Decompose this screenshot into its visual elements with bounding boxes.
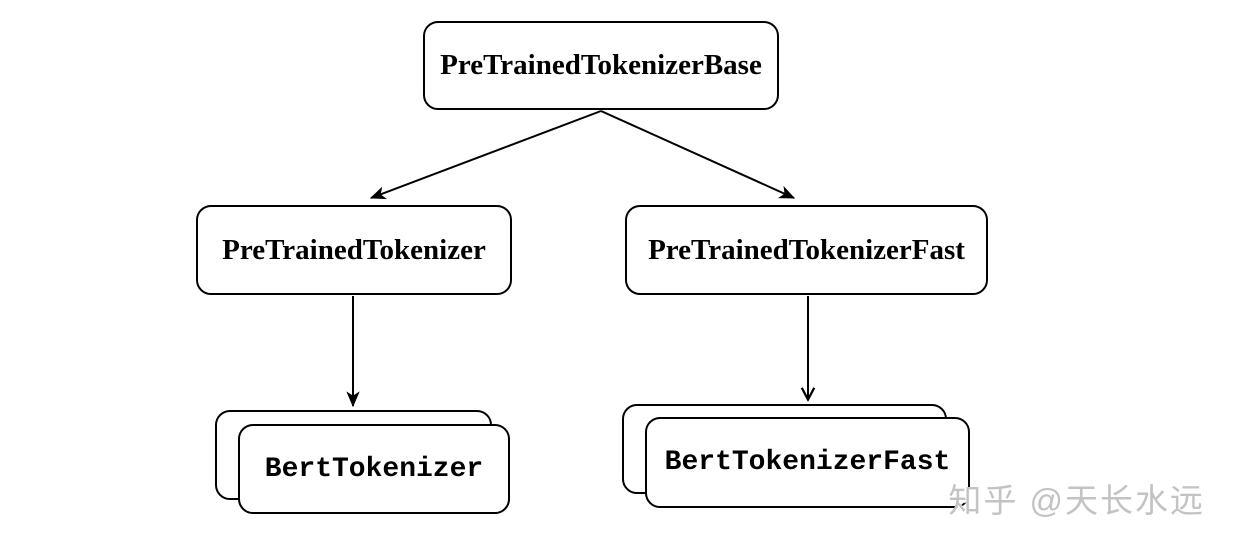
node-pretrainedtokenizer-label: PreTrainedTokenizer	[222, 233, 486, 266]
node-pretrainedtokenizerfast: PreTrainedTokenizerFast	[625, 205, 988, 295]
node-pretrainedtokenizerbase-label: PreTrainedTokenizerBase	[440, 49, 762, 81]
node-pretrainedtokenizerbase: PreTrainedTokenizerBase	[423, 21, 779, 110]
node-pretrainedtokenizer: PreTrainedTokenizer	[196, 205, 512, 295]
node-berttokenizer: BertTokenizer	[238, 424, 510, 514]
edge-base-to-pretrainedtokenizer	[369, 110, 602, 200]
node-berttokenizerfast-label: BertTokenizerFast	[664, 447, 951, 478]
edge-base-to-pretrainedtokenizerfast	[600, 110, 796, 199]
node-berttokenizerfast: BertTokenizerFast	[645, 417, 970, 508]
node-pretrainedtokenizerfast-label: PreTrainedTokenizerFast	[648, 233, 965, 266]
zhihu-watermark: 知乎 @天长水远	[948, 482, 1205, 519]
node-berttokenizer-label: BertTokenizer	[264, 453, 484, 485]
